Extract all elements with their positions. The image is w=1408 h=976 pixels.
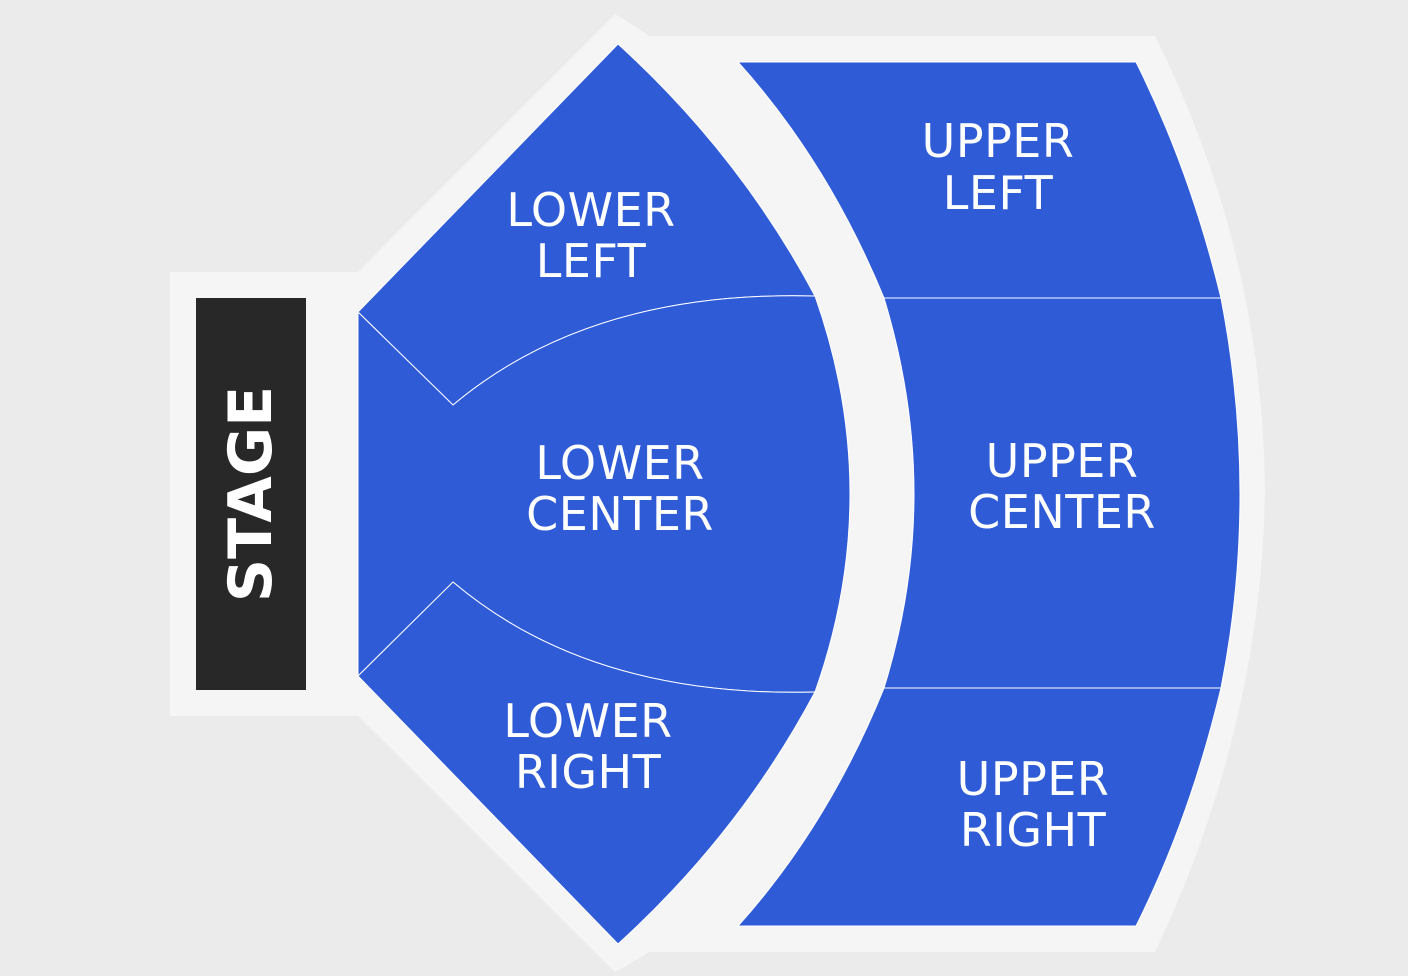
section-lower-right-shape xyxy=(357,581,816,945)
stage: STAGE xyxy=(196,298,306,690)
section-upper-center[interactable]: UPPER CENTER xyxy=(883,297,1241,689)
stage-block xyxy=(196,298,306,690)
section-upper-center-shape xyxy=(883,297,1241,689)
stage-label: STAGE xyxy=(216,386,286,602)
section-upper-right-shape xyxy=(736,687,1222,927)
